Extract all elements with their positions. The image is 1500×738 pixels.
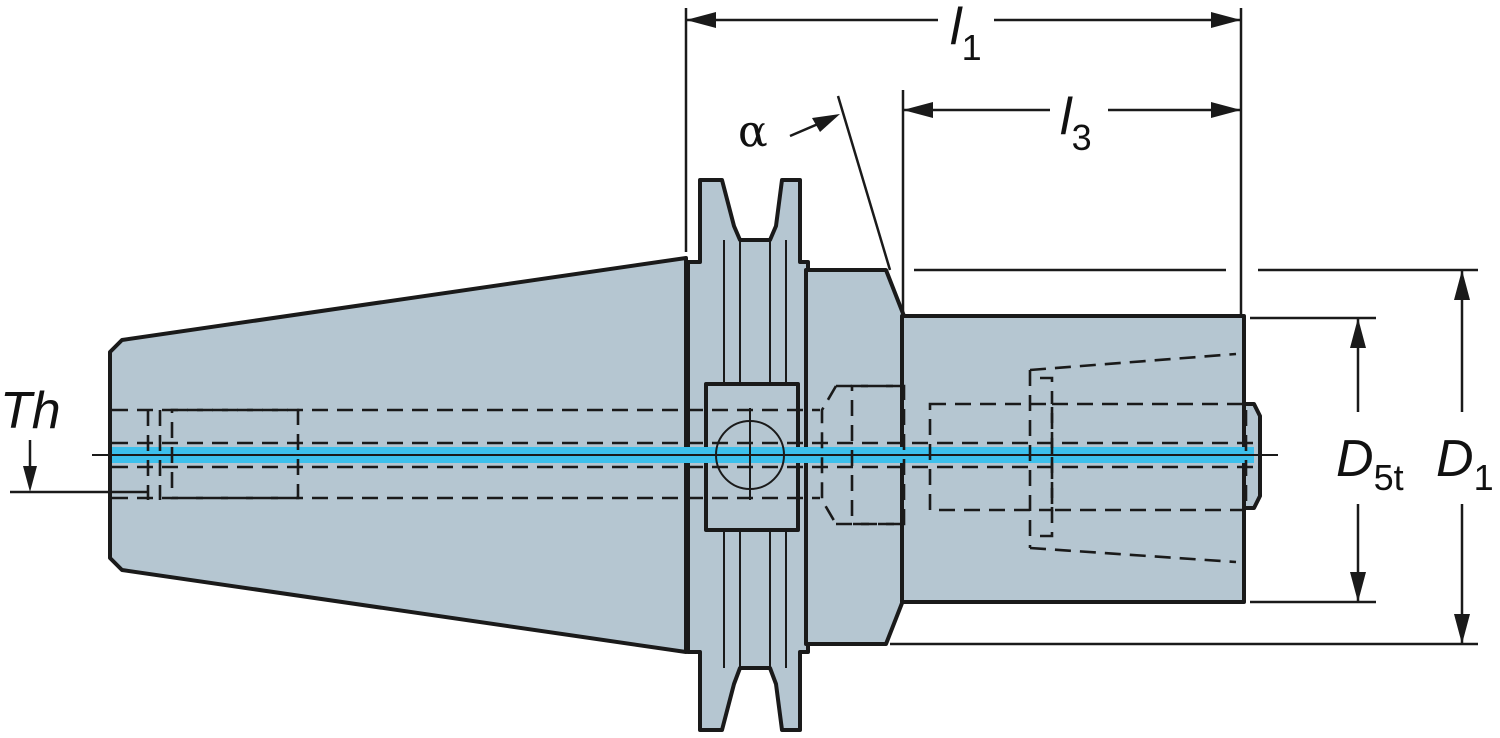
- dimension-alpha: [789, 95, 892, 271]
- dimension-l3: [901, 90, 1241, 312]
- label-alpha: α: [738, 106, 768, 157]
- flange-groove-lines: [723, 240, 787, 668]
- label-th: Th: [0, 382, 61, 440]
- dimension-l1: [684, 8, 1243, 314]
- label-l3: l3: [1060, 88, 1092, 158]
- dimension-d5t: [1250, 316, 1376, 604]
- dimension-th: [10, 440, 148, 494]
- label-d1: D1: [1436, 430, 1494, 498]
- label-l1: l1: [950, 0, 982, 68]
- dimension-d1: [890, 268, 1478, 646]
- label-d5t: D5t: [1336, 430, 1404, 498]
